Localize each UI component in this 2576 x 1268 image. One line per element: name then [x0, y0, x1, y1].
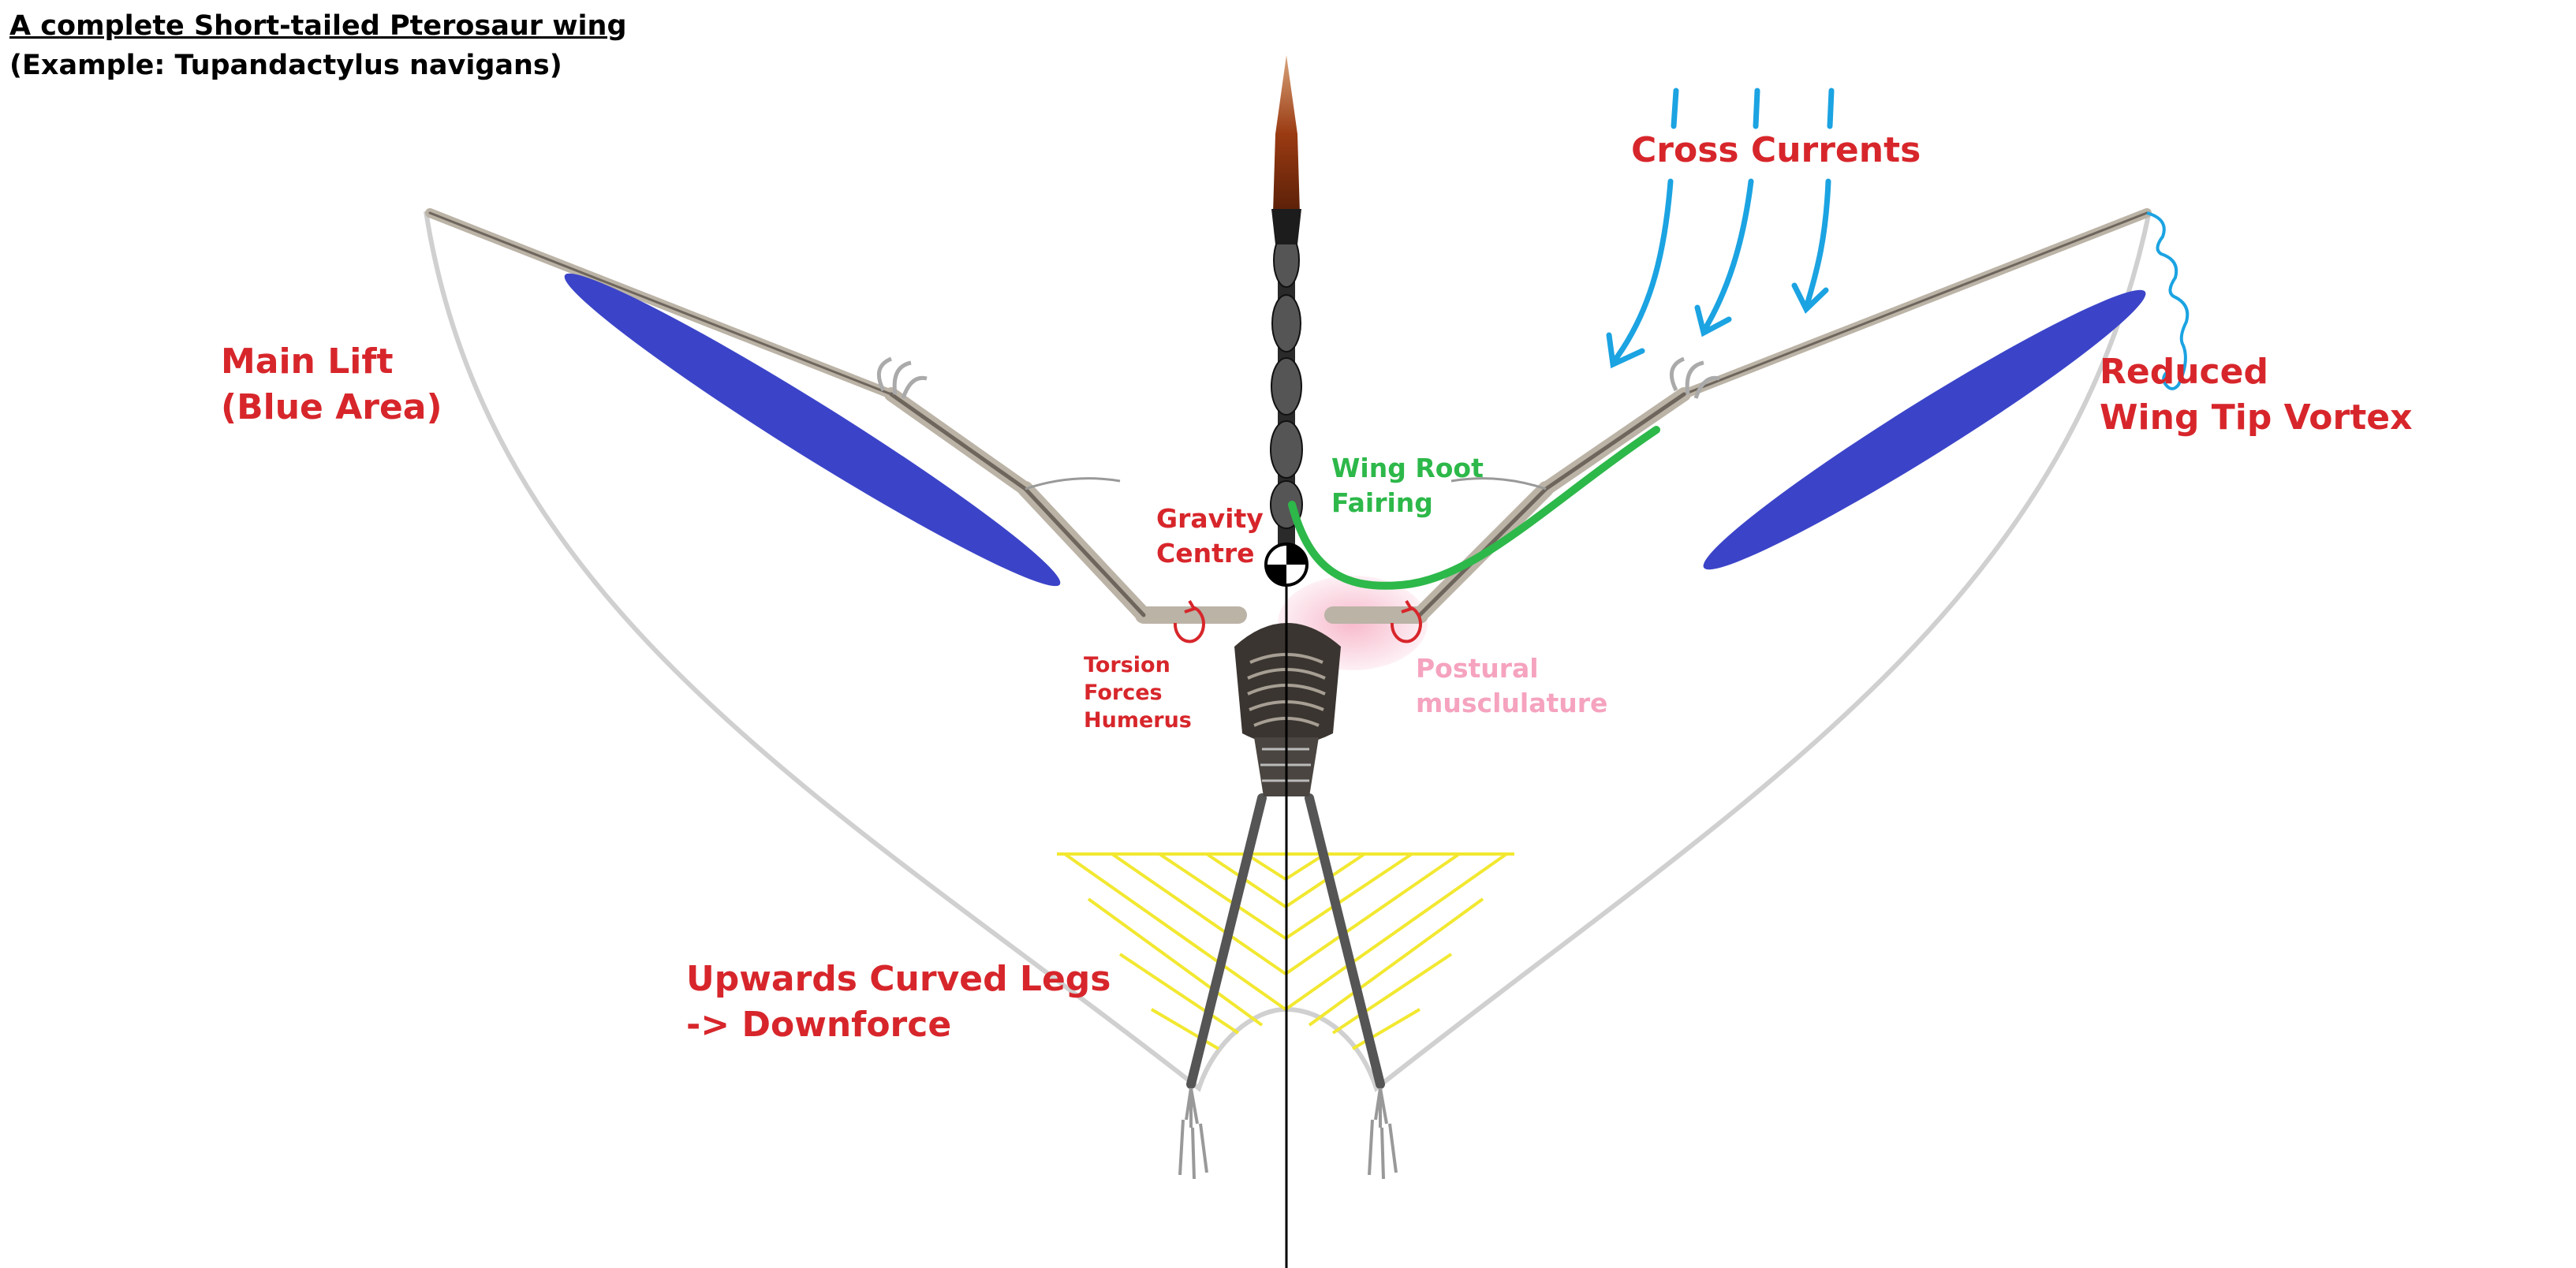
curved-legs-label: Upwards Curved Legs -> Downforce — [686, 959, 1111, 1045]
uropatagium-hatching — [1057, 852, 1514, 1050]
cross-currents-label: Cross Currents — [1631, 130, 1921, 170]
hand-claws — [876, 356, 1720, 490]
head-crest — [1273, 55, 1300, 213]
title-line-1: A complete Short-tailed Pterosaur wing — [9, 10, 627, 42]
wing-root-fairing-label: Wing Root Fairing — [1331, 453, 1484, 518]
wing-root-fairing-curve — [1288, 426, 1660, 590]
hind-legs — [1186, 793, 1385, 1089]
wing-bone-shading — [428, 211, 2149, 617]
feet — [1178, 1087, 1398, 1180]
postural-musculature-label: Postural musclulature — [1416, 653, 1608, 718]
main-lift-area-right — [1703, 289, 2146, 570]
wingtip-vortex-icon — [2146, 211, 2190, 390]
gravity-centre-label: Gravity Centre — [1156, 503, 1264, 569]
skull — [1271, 209, 1301, 244]
main-lift-label: Main Lift (Blue Area) — [221, 341, 442, 427]
airflow-arrow-icon — [1606, 88, 1835, 369]
title-line-2: (Example: Tupandactylus navigans) — [9, 50, 562, 81]
main-lift-area-left — [564, 273, 1061, 587]
torsion-forces-label: Torsion Forces Humerus — [1084, 653, 1192, 733]
rotation-arrow-icon — [1173, 599, 1422, 643]
diagram-title: A complete Short-tailed Pterosaur wing (… — [9, 6, 627, 85]
neck-vertebrae — [1270, 229, 1303, 576]
center-of-gravity-icon — [1264, 543, 1309, 587]
reduced-vortex-label: Reduced Wing Tip Vortex — [2100, 352, 2413, 438]
